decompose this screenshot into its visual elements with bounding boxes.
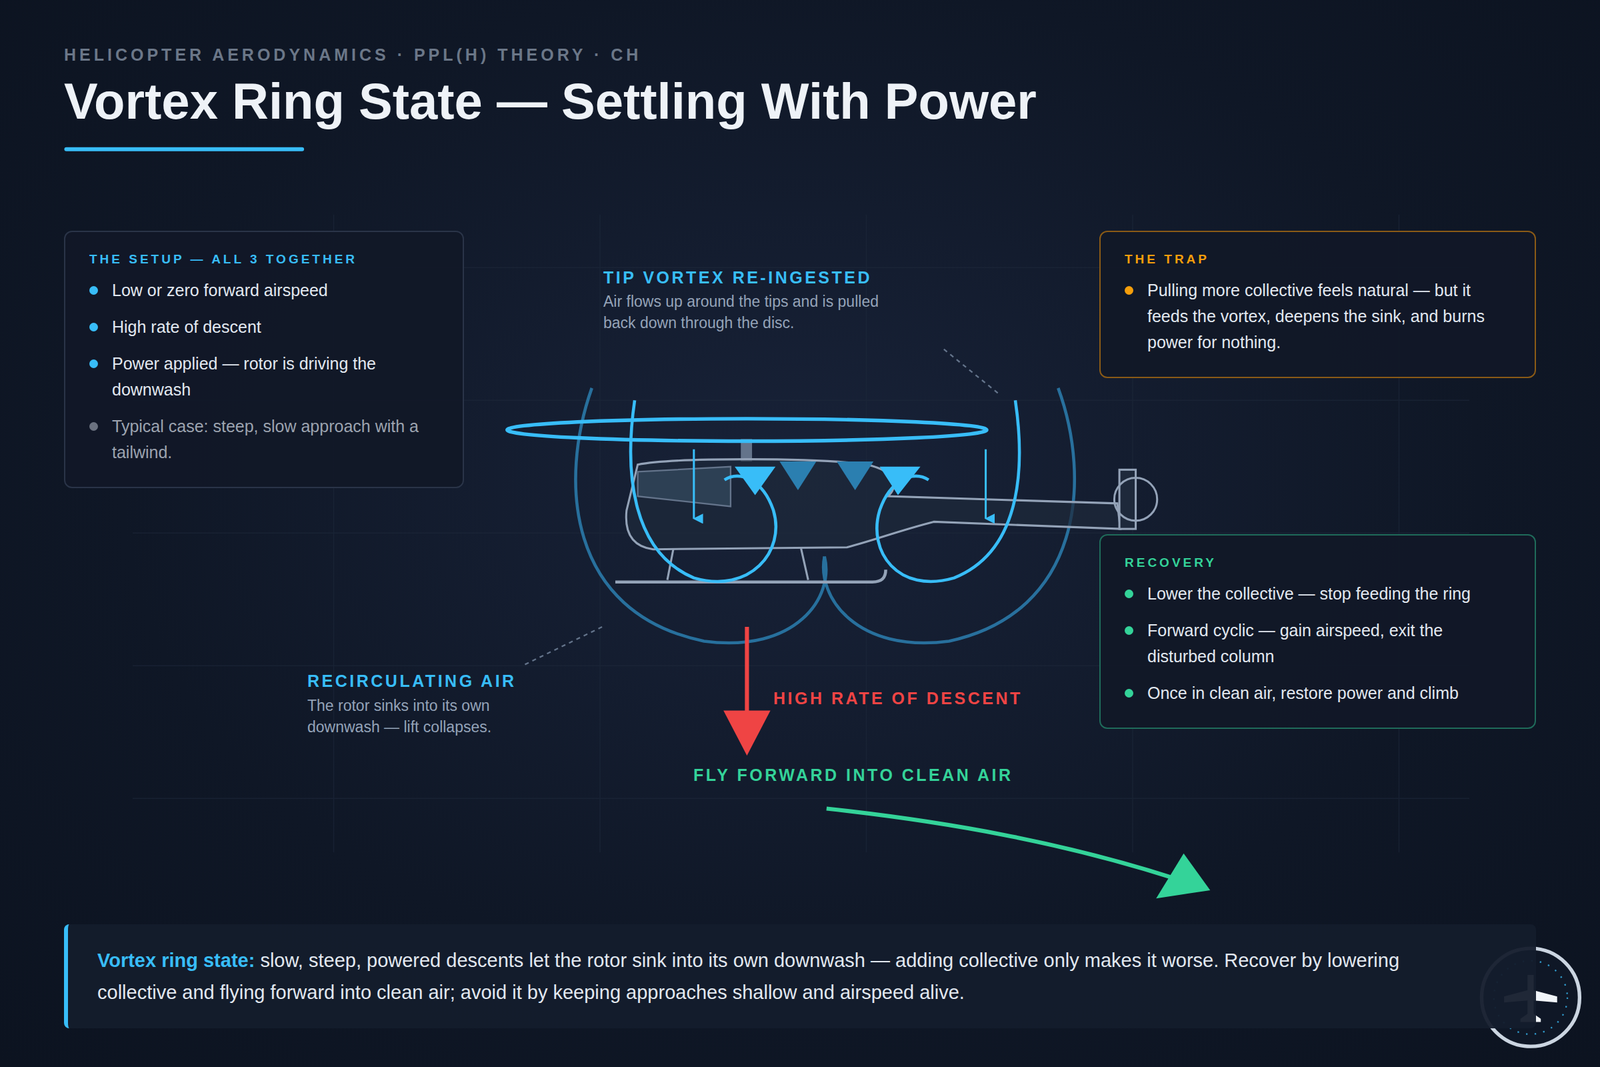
section-kicker: HELICOPTER AERODYNAMICS · PPL(H) THEORY … [64,45,642,65]
bullet-text: Typical case: steep, slow approach with … [112,416,419,462]
callout-heading: RECIRCULATING AIR [307,671,517,691]
forward-arrow [826,808,1211,899]
caption-text: Vortex ring state: slow, steep, powered … [97,944,1456,1008]
bullet-text: High rate of descent [112,317,262,336]
bullet-text: Once in clean air, restore power and cli… [1147,683,1459,702]
arrow-label: FLY FORWARD INTO CLEAN AIR [693,765,1013,785]
bullet-item: Once in clean air, restore power and cli… [1124,680,1511,706]
descent-arrow [723,626,770,756]
bullet-item: Lower the collective — stop feeding the … [1124,580,1511,607]
summary-bar: Vortex ring state: slow, steep, powered … [64,924,1536,1028]
bullet-item: Pulling more collective feels natural — … [1124,277,1511,356]
bullet-dot [1124,688,1134,698]
trap-panel: THE TRAP Pulling more collective feels na… [1099,230,1536,378]
bullet-text: Power applied — rotor is driving the dow… [112,354,376,399]
bullet-text: Low or zero forward airspeed [112,280,328,300]
downwash-arrows [694,449,986,519]
panel-heading: RECOVERY [1124,555,1511,570]
page-title: Vortex Ring State — Settling With Power [64,72,1037,130]
leader-lines [522,349,998,666]
callout-heading: TIP VORTEX RE-INGESTED [603,268,872,288]
bullet-item: Forward cyclic — gain airspeed, exit the… [1124,617,1511,670]
setup-panel: THE SETUP — ALL 3 TOGETHER Low or zero fo… [64,230,464,488]
bullet-item: Typical case: steep, slow approach with … [89,413,439,466]
bullet-dot [1124,589,1134,598]
bullet-dot [89,286,98,295]
bullet-item: Power applied — rotor is driving the dow… [89,350,439,403]
bullet-dot [89,359,98,368]
bullet-text: Forward cyclic — gain airspeed, exit the… [1147,620,1443,666]
callout-note: The rotor sinks into its own downwash — … [307,694,534,738]
recovery-panel: RECOVERY Lower the collective — stop feed… [1099,534,1536,729]
bullet-text: Pulling more collective feels natural — … [1147,280,1485,352]
bullet-item: High rate of descent [89,314,439,340]
bullet-dot [1124,626,1134,635]
bullet-dot [1124,286,1134,295]
panel-heading: THE TRAP [1124,252,1511,267]
bullet-text: Lower the collective — stop feeding the … [1147,584,1471,603]
arrow-label: HIGH RATE OF DESCENT [773,688,1023,708]
panel-heading: THE SETUP — ALL 3 TOGETHER [89,252,439,267]
callout-note: Air flows up around the tips and is pull… [603,290,890,334]
inner-vortex [630,400,1020,582]
bullet-dot [89,322,98,332]
helicopter [507,418,1158,582]
bullet-dot [89,422,98,431]
bullet-item: Low or zero forward airspeed [89,277,439,304]
title-underline [64,147,304,152]
